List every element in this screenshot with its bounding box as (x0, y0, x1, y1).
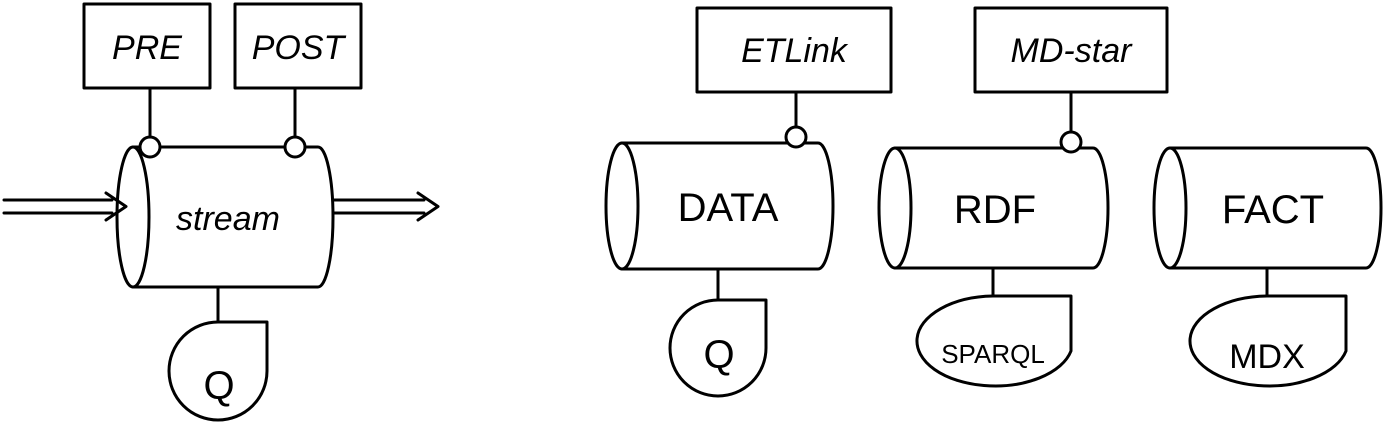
stream-group: PRE POST stream Q (2, 2, 440, 422)
stream-label: stream (176, 200, 280, 238)
data-cylinder-body (620, 141, 835, 271)
post-box (233, 2, 363, 90)
fact-group: FACT MDX (1152, 146, 1383, 388)
etlink-label: ETLink (741, 32, 849, 70)
stream-cylinder-end (115, 145, 151, 289)
post-label: POST (252, 29, 347, 67)
etlink-port (784, 125, 808, 149)
rdf-query-shape (915, 294, 1073, 388)
stream-cylinder-body (131, 145, 335, 289)
fact-label: FACT (1222, 188, 1324, 232)
rdf-cylinder-body (893, 146, 1110, 270)
rdf-group: MD-star RDF SPARQL (877, 6, 1169, 388)
fact-query-label: MDX (1229, 338, 1305, 376)
etlink-box (695, 6, 893, 94)
fact-cylinder-body (1168, 146, 1383, 270)
post-port (283, 135, 307, 159)
stream-query-label: Q (203, 364, 234, 408)
data-label: DATA (678, 186, 779, 230)
data-cylinder-end (604, 141, 640, 271)
pre-label: PRE (112, 29, 182, 67)
pre-box (82, 2, 212, 90)
md-star-label: MD-star (1011, 32, 1134, 70)
md-star-box (973, 6, 1169, 94)
data-query-label: Q (703, 333, 734, 377)
pre-port (138, 135, 162, 159)
rdf-query-label: SPARQL (941, 339, 1045, 369)
stream-query-shape (167, 320, 269, 422)
fact-cylinder-end (1152, 146, 1188, 270)
md-star-port (1059, 130, 1083, 154)
rdf-cylinder-end (877, 146, 913, 270)
data-group: ETLink DATA Q (604, 6, 893, 398)
input-arrow (2, 191, 128, 222)
rdf-label: RDF (954, 188, 1036, 232)
output-arrow (331, 191, 440, 222)
data-query-shape (668, 298, 768, 398)
fact-query-shape (1188, 294, 1348, 388)
